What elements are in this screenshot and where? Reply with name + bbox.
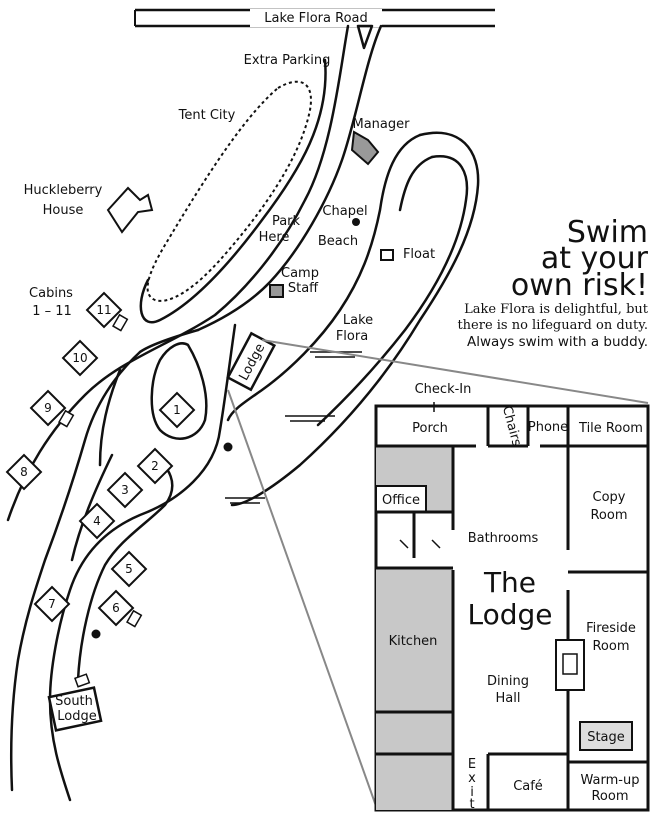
cabins: 1 2 3 4 5 6 7 8 9 10 11 (5, 291, 196, 628)
camp-staff-label-1: Camp (281, 266, 319, 281)
cabin-3: 3 (106, 471, 144, 509)
tent-city-label: Tent City (178, 108, 236, 123)
lake-flora-label-1: Lake (343, 313, 373, 328)
cabins-label-2: 1 – 11 (32, 304, 72, 319)
svg-text:4: 4 (93, 514, 101, 528)
tile-room-label: Tile Room (578, 421, 643, 436)
fireplace (555, 639, 585, 691)
notice-body-2: there is no lifeguard on duty. (457, 318, 648, 333)
bathrooms-label: Bathrooms (468, 531, 539, 546)
south-lodge: South Lodge (47, 686, 103, 732)
notice-line-2: at your (541, 241, 649, 276)
cabin-1: 1 (158, 391, 196, 429)
zoom-line-bottom (227, 389, 377, 807)
cabin-2: 2 (136, 447, 174, 485)
cabin-7: 7 (33, 585, 71, 623)
notice-body-1: Lake Flora is delightful, but (464, 302, 649, 317)
stage-box (579, 721, 633, 751)
float-label: Float (403, 247, 435, 262)
huckleberry-label-2: House (43, 203, 84, 218)
dining-label-1: Dining (487, 674, 529, 689)
river-channels (6, 24, 383, 802)
map-dot-1 (223, 442, 233, 452)
svg-text:8: 8 (20, 465, 28, 479)
lake-flora-label-2: Flora (336, 329, 368, 344)
svg-text:1: 1 (173, 403, 181, 417)
south-lodge-label-2: Lodge (57, 709, 96, 724)
park-here-label-1: Park (272, 214, 301, 229)
cabin-4: 4 (78, 502, 116, 540)
chapel-marker (352, 218, 360, 226)
map-dot-2 (91, 629, 101, 639)
kitchen-label: Kitchen (389, 634, 438, 649)
stage-label: Stage (587, 730, 625, 745)
cafe-label: Café (513, 779, 543, 794)
cabin-9: 9 (29, 389, 67, 427)
camp-staff-building (269, 284, 284, 298)
svg-text:9: 9 (44, 401, 52, 415)
copy-room-label-1: Copy (593, 490, 626, 505)
svg-text:6: 6 (112, 601, 120, 615)
cabins-label-1: Cabins (29, 286, 73, 301)
cabin-6: 6 (97, 589, 135, 627)
notice-line-1: Swim (567, 215, 648, 250)
float-marker (380, 249, 394, 261)
zoom-line-top (261, 339, 649, 404)
chapel-label: Chapel (322, 204, 367, 219)
svg-text:5: 5 (125, 562, 133, 576)
cabin-10: 10 (61, 339, 99, 377)
road: Lake Flora Road (134, 8, 495, 28)
svg-text:11: 11 (96, 303, 111, 317)
manager-building (350, 130, 380, 166)
camp-staff-label-2: Staff (288, 281, 319, 296)
exit-letter-2: x (468, 771, 476, 786)
notice-bold: Always swim with a buddy. (467, 334, 648, 350)
porch-label: Porch (412, 421, 448, 436)
huckleberry-house-building (106, 186, 154, 234)
swim-notice: Swim at your own risk! Lake Flora is del… (457, 215, 648, 350)
fireside-label-2: Room (592, 639, 629, 654)
exit-letter-3: i (470, 785, 474, 800)
lodge-title-2: Lodge (467, 598, 552, 631)
extra-parking-label: Extra Parking (244, 53, 331, 68)
cabin-11: 11 (85, 291, 123, 329)
tent-city-area (139, 58, 327, 324)
dining-label-2: Hall (496, 691, 521, 706)
svg-text:2: 2 (151, 459, 159, 473)
svg-text:7: 7 (48, 597, 56, 611)
phone-label: Phone (528, 420, 568, 435)
cabin-8: 8 (5, 453, 43, 491)
south-lodge-label-1: South (55, 694, 93, 709)
huckleberry-label-1: Huckleberry (24, 183, 103, 198)
lake-outline (226, 131, 480, 507)
notice-line-3: own risk! (511, 268, 648, 303)
office-label: Office (382, 493, 420, 508)
check-in-label: Check-In (415, 382, 472, 397)
road-label: Lake Flora Road (264, 11, 368, 26)
lodge-title-1: The (483, 566, 536, 599)
park-here-label-2: Here (259, 230, 290, 245)
warmup-label-2: Room (591, 789, 628, 804)
warmup-label-1: Warm-up (581, 773, 640, 788)
svg-text:3: 3 (121, 483, 129, 497)
copy-room-label-2: Room (590, 508, 627, 523)
fireside-label-1: Fireside (586, 621, 636, 636)
beach-label: Beach (318, 234, 358, 249)
exit-letter-1: E (468, 757, 476, 772)
manager-label: Manager (353, 117, 411, 132)
water-ripples (225, 351, 362, 504)
svg-text:10: 10 (72, 351, 87, 365)
lodge-floor-plan: Check-In Porch Chairs Phone Tile Room Of… (374, 382, 650, 812)
exit-letter-4: t (469, 797, 474, 812)
cabin-5: 5 (110, 550, 148, 588)
